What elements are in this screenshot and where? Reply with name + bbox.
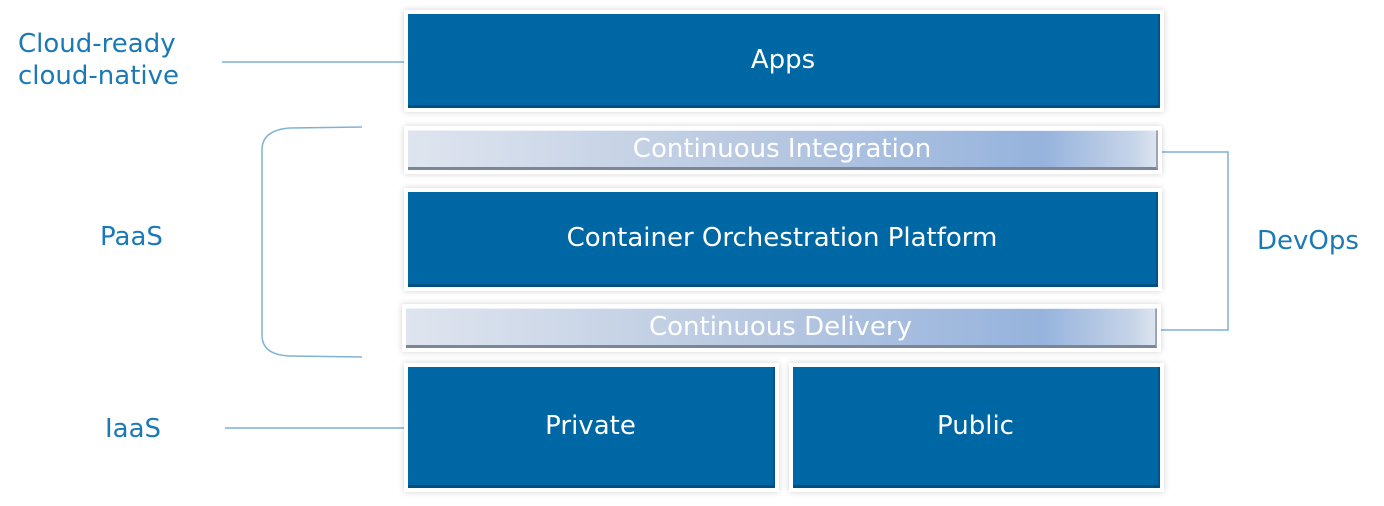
apps-layer: Apps xyxy=(408,14,1160,108)
iaas-label: IaaS xyxy=(105,414,162,444)
container-orchestration-layer: Container Orchestration Platform xyxy=(408,192,1158,287)
devops-bracket xyxy=(1160,151,1229,331)
paas-label: PaaS xyxy=(100,222,163,252)
cloud-native-text: cloud-native xyxy=(18,61,180,91)
public-cloud-layer: Public xyxy=(793,367,1160,488)
paas-brace xyxy=(261,126,363,358)
devops-label: DevOps xyxy=(1257,226,1359,256)
continuous-integration-layer: Continuous Integration xyxy=(408,130,1158,170)
private-cloud-layer: Private xyxy=(408,367,775,488)
cloud-ready-text: Cloud-ready xyxy=(18,29,176,59)
cloud-ready-label: Cloud-ready cloud-native xyxy=(18,28,179,92)
continuous-delivery-layer: Continuous Delivery xyxy=(406,308,1157,348)
